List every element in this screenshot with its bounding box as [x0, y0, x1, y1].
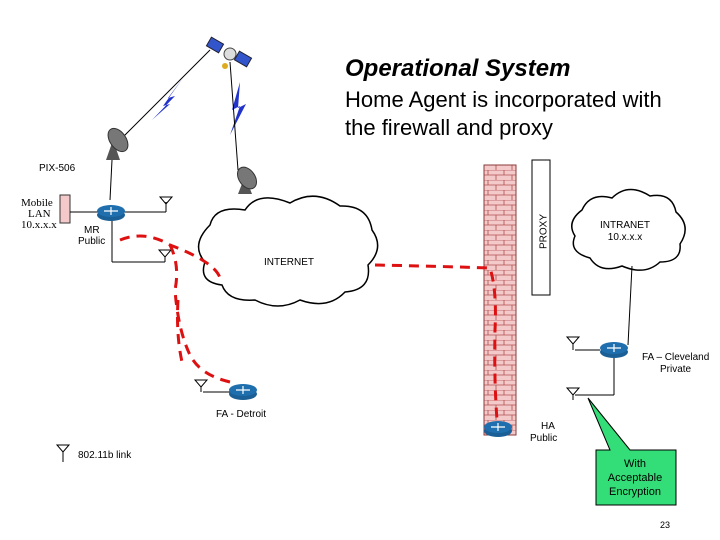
- router-icon: [229, 384, 257, 400]
- fa-detroit-label: FA - Detroit: [216, 409, 267, 420]
- intranet-label-line1: INTRANET: [600, 220, 650, 231]
- satellite-icon: [205, 36, 253, 69]
- mr-label-line2: Public: [78, 236, 106, 247]
- satellite-dish-icon: [236, 166, 258, 194]
- antenna-icon: [565, 387, 581, 400]
- legend-link-label: 802.11b link: [78, 450, 132, 461]
- ha-label-line2: Public: [530, 433, 558, 444]
- mobile-lan-label-line3: 10.x.x.x: [21, 219, 57, 231]
- intranet-label: INTRANET 10.x.x.x: [590, 220, 660, 244]
- intranet-cloud: [571, 188, 686, 271]
- antenna-icon: [193, 379, 209, 392]
- ha-label-line1: HA: [541, 421, 555, 432]
- callout-text: With Acceptable Encryption: [607, 458, 663, 498]
- antenna-icon: [158, 196, 174, 212]
- page-number: 23: [660, 520, 671, 530]
- mobile-lan-box: [59, 194, 71, 224]
- diagram-subtitle: Home Agent is incorporated with the fire…: [345, 87, 662, 140]
- mobile-lan-label-line1: Mobile: [21, 197, 53, 209]
- router-icon: [484, 421, 512, 437]
- satellite-dish-icon: [106, 127, 129, 160]
- antenna-icon: [55, 444, 71, 462]
- mobile-lan-label-line2: LAN: [28, 208, 51, 220]
- proxy-label: PROXY: [538, 214, 550, 250]
- tunnel-path: [119, 234, 499, 421]
- fa-cleveland-label-line2: Private: [660, 364, 692, 375]
- intranet-label-line2: 10.x.x.x: [607, 232, 643, 243]
- router-icon: [97, 205, 125, 221]
- antenna-icon: [565, 336, 581, 350]
- antenna-icon: [157, 249, 173, 262]
- firewall-wall: [483, 164, 517, 436]
- callout-bubble: [587, 397, 677, 506]
- fa-cleveland-label-line1: FA – Cleveland: [642, 352, 710, 363]
- pix-label: PIX-506: [39, 163, 76, 174]
- mr-label-line1: MR: [84, 225, 100, 236]
- internet-cloud: [197, 195, 379, 307]
- lightning-bolt-icon: [152, 78, 183, 120]
- diagram-title: Operational System: [345, 55, 571, 82]
- internet-label: INTERNET: [264, 257, 314, 268]
- router-icon: [600, 342, 628, 358]
- proxy-box: [531, 159, 551, 296]
